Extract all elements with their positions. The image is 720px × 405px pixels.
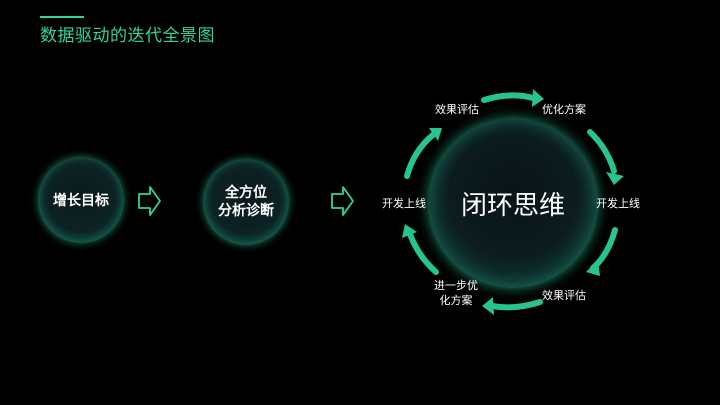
cycle-label-bottom-left-line1: 进一步优 (434, 279, 478, 292)
cycle-label-bottom-right: 效果评估 (542, 289, 586, 302)
flow-arrow-1 (138, 186, 161, 216)
diagnosis-circle: 全方位 分析诊断 (203, 159, 289, 245)
flow-arrow-2 (331, 186, 354, 216)
cycle-head-left-upper (429, 128, 442, 141)
closed-loop-circle: 闭环思维 (428, 118, 598, 288)
cycle-head-right-lower (586, 260, 600, 276)
title-accent-bar (40, 16, 84, 18)
goal-circle: 增长目标 (38, 157, 124, 243)
cycle-arc-bottom (489, 299, 543, 311)
cycle-label-top-right: 优化方案 (542, 103, 586, 116)
cycle-label-top-left: 效果评估 (435, 103, 479, 116)
diagnosis-label-line1: 全方位 (225, 185, 267, 201)
cycle-label-right: 开发上线 (596, 197, 640, 210)
cycle-arc-left-lower (407, 231, 439, 275)
cycle-arc-right-upper (587, 129, 617, 174)
cycle-head-left-lower (402, 224, 417, 238)
closed-loop-label: 闭环思维 (460, 190, 565, 221)
cycle-label-bottom-left: 进一步优 化方案 (434, 278, 478, 308)
cycle-label-left: 开发上线 (382, 197, 426, 210)
diagnosis-label-line2: 分析诊断 (218, 203, 274, 219)
cycle-arc-top (481, 92, 536, 103)
cycle-label-bottom-left-line2: 化方案 (439, 294, 473, 307)
page-title: 数据驱动的迭代全景图 (40, 26, 215, 46)
cycle-head-right-upper (606, 172, 624, 185)
cycle-head-bottom (482, 297, 494, 315)
goal-label: 增长目标 (53, 193, 109, 209)
cycle-arc-left-upper (404, 131, 437, 179)
cycle-head-top (532, 89, 544, 107)
